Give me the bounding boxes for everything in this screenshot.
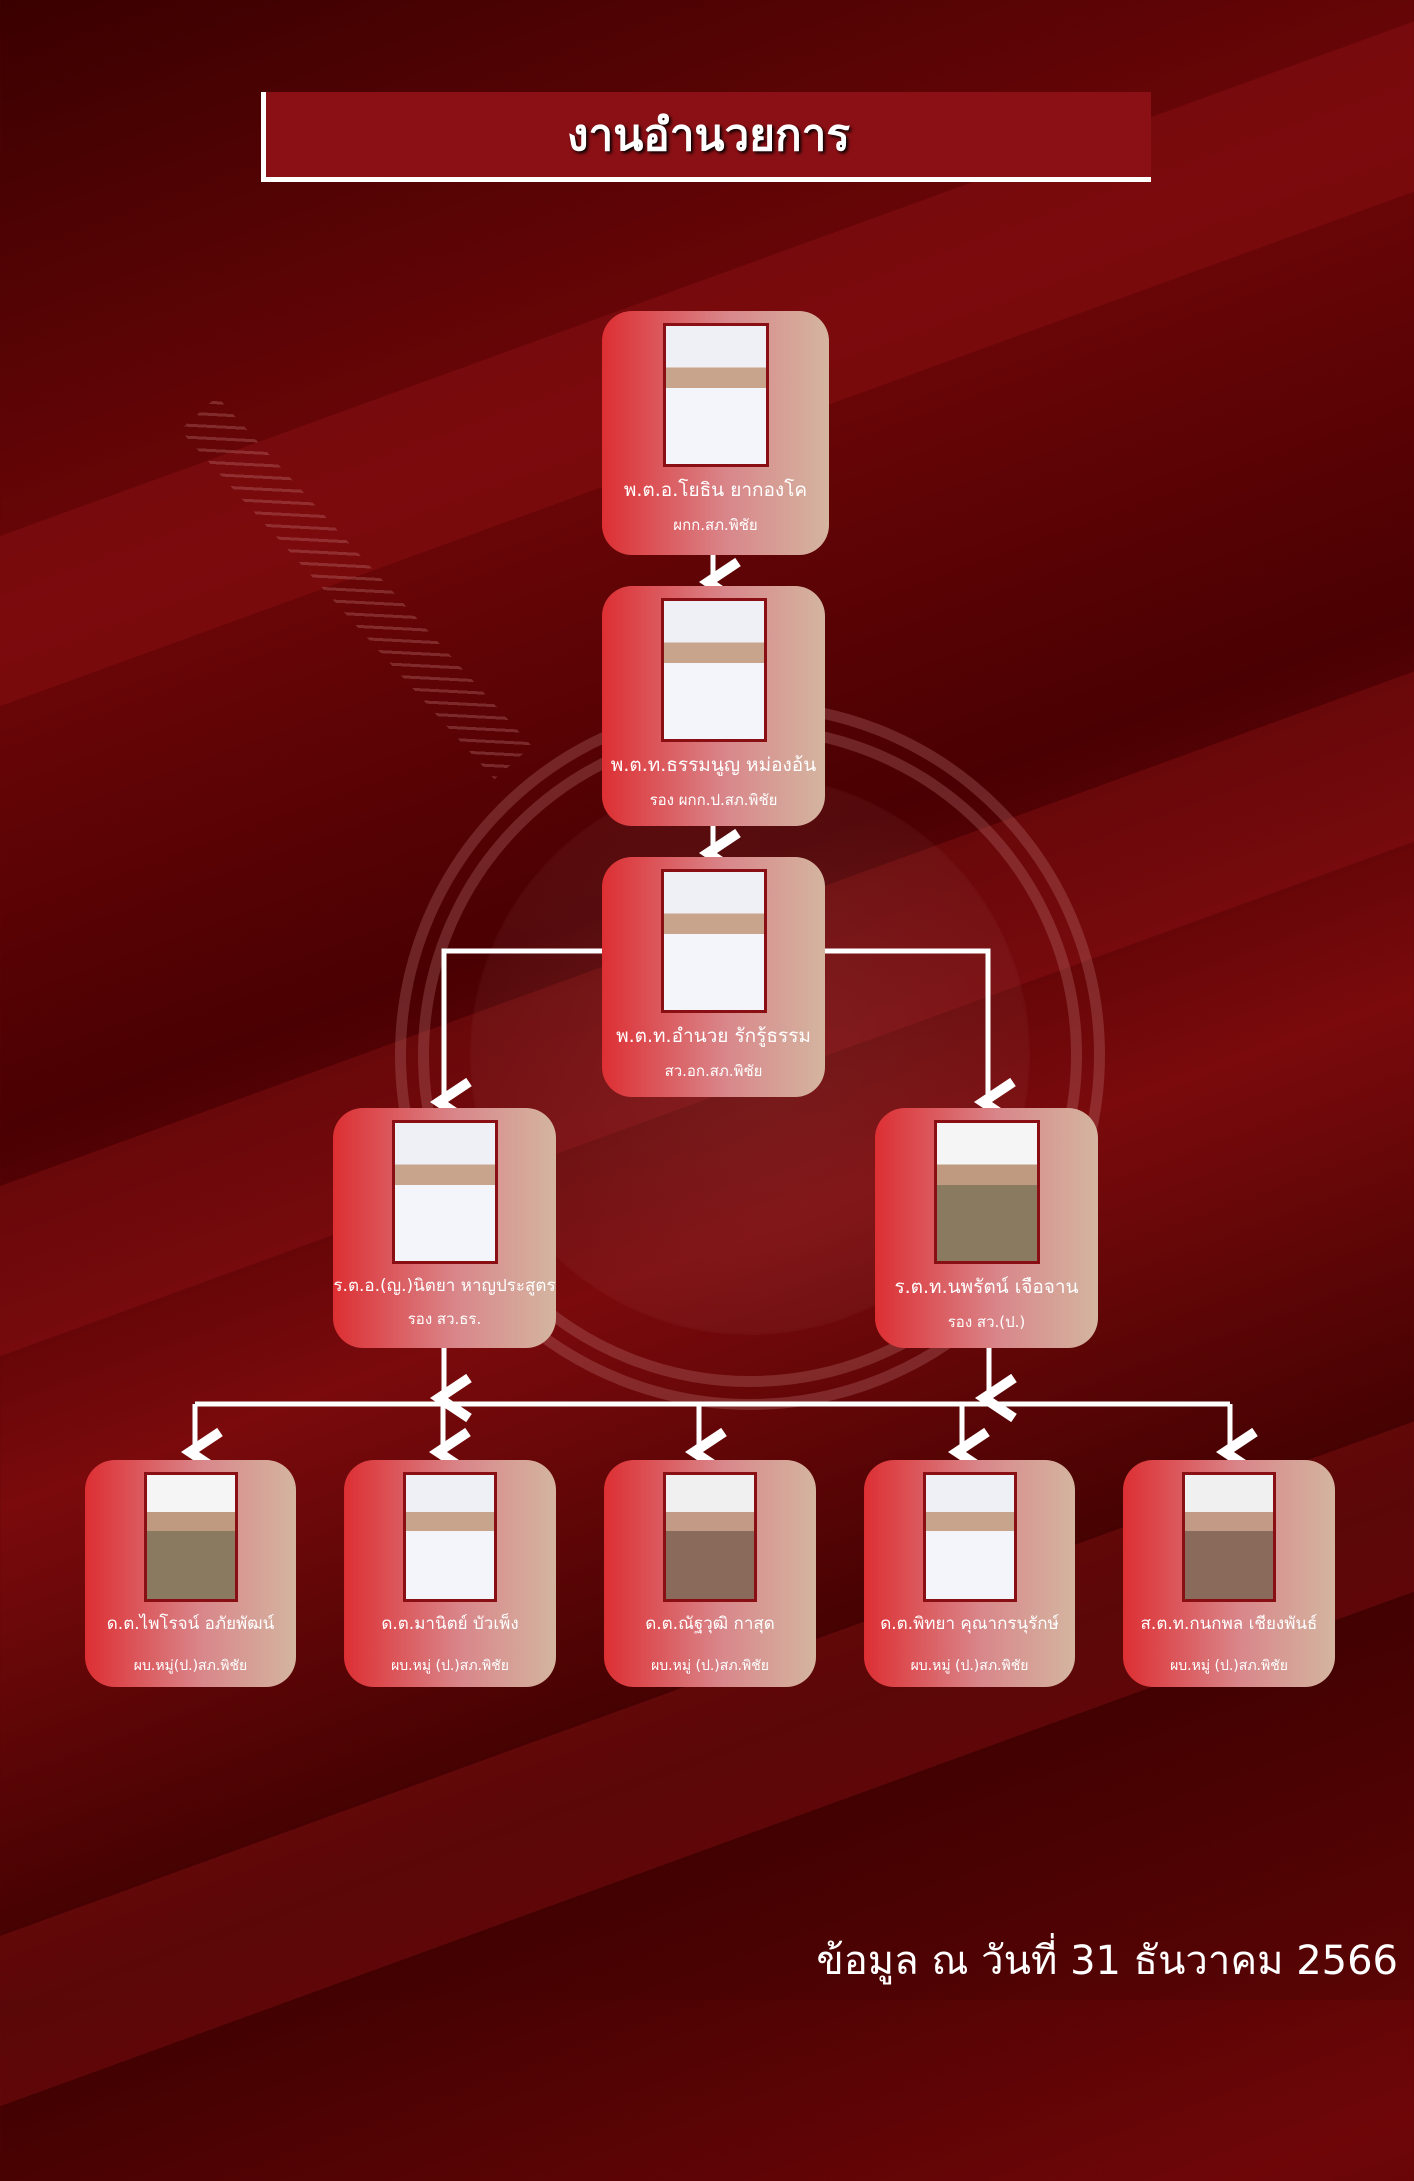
person-role: ผกก.สภ.พิชัย (673, 516, 758, 534)
person-name: พ.ต.ท.อำนวย รักรู้ธรรม (616, 1025, 811, 1047)
person-name: ด.ต.ณัฐวุฒิ กาสุด (645, 1614, 775, 1634)
person-role: ผบ.หมู่ (ป.)สภ.พิชัย (910, 1658, 1029, 1674)
portrait-photo (662, 323, 769, 467)
arrow-3-left (429, 948, 602, 1127)
portrait-photo (391, 1120, 498, 1264)
org-card: พ.ต.อ.โยธิน ยากองโค ผกก.สภ.พิชัย (602, 311, 829, 555)
person-name: ร.ต.อ.(ญ.)นิตยา หาญประสูตร (333, 1276, 556, 1296)
person-role: รอง ผกก.ป.สภ.พิชัย (649, 791, 778, 809)
person-name: ด.ต.มานิตย์ บัวเพ็ง (381, 1614, 519, 1634)
portrait-photo (403, 1472, 497, 1602)
person-name: ส.ต.ท.กนกพล เชียงพันธ์ (1140, 1614, 1318, 1634)
person-name: ด.ต.พิทยา คุณากรนุรักษ์ (880, 1614, 1059, 1634)
portrait-photo (660, 598, 767, 742)
page-title: งานอำนวยการ (567, 109, 850, 161)
portrait-photo (143, 1472, 238, 1602)
person-name: ร.ต.ท.นพรัตน์ เจือจาน (894, 1276, 1079, 1298)
person-role: ผบ.หมู่ (ป.)สภ.พิชัย (651, 1658, 769, 1674)
org-card: ด.ต.ไพโรจน์ อภัยพัฒน์ ผบ.หมู่(ป.)สภ.พิชั… (85, 1460, 296, 1687)
person-name: พ.ต.ท.ธรรมนูญ หม่องอ้น (610, 754, 817, 776)
portrait-photo (933, 1120, 1040, 1264)
portrait-photo (660, 869, 767, 1013)
person-role: รอง สว.ธร. (407, 1310, 482, 1328)
org-card: ด.ต.มานิตย์ บัวเพ็ง ผบ.หมู่ (ป.)สภ.พิชัย (344, 1460, 556, 1687)
org-card: ร.ต.อ.(ญ.)นิตยา หาญประสูตร รอง สว.ธร. (333, 1108, 556, 1348)
org-card: ส.ต.ท.กนกพล เชียงพันธ์ ผบ.หมู่ (ป.)สภ.พิ… (1123, 1460, 1335, 1687)
org-card: พ.ต.ท.ธรรมนูญ หม่องอ้น รอง ผกก.ป.สภ.พิชั… (602, 586, 825, 826)
person-name: ด.ต.ไพโรจน์ อภัยพัฒน์ (106, 1614, 275, 1634)
person-role: ผบ.หมู่ (ป.)สภ.พิชัย (1170, 1658, 1288, 1674)
org-card: พ.ต.ท.อำนวย รักรู้ธรรม สว.อก.สภ.พิชัย (602, 857, 825, 1097)
person-role: รอง สว.(ป.) (947, 1313, 1026, 1331)
portrait-photo (922, 1472, 1017, 1602)
connector-lines (180, 557, 1258, 1477)
data-date-footer: ข้อมูล ณ วันที่ 31 ธันวาคม 2566 (816, 1938, 1398, 1984)
person-role: สว.อก.สภ.พิชัย (664, 1062, 763, 1080)
person-role: ผบ.หมู่ (ป.)สภ.พิชัย (391, 1658, 509, 1674)
org-card: ด.ต.พิทยา คุณากรนุรักษ์ ผบ.หมู่ (ป.)สภ.พ… (864, 1460, 1075, 1687)
org-card: ร.ต.ท.นพรัตน์ เจือจาน รอง สว.(ป.) (875, 1108, 1098, 1348)
person-name: พ.ต.อ.โยธิน ยากองโค (623, 479, 808, 501)
portrait-photo (663, 1472, 757, 1602)
arrow-3-right (825, 948, 1016, 1127)
person-role: ผบ.หมู่(ป.)สภ.พิชัย (133, 1658, 248, 1674)
org-card: ด.ต.ณัฐวุฒิ กาสุด ผบ.หมู่ (ป.)สภ.พิชัย (604, 1460, 816, 1687)
page-title-banner: งานอำนวยการ (261, 92, 1151, 182)
portrait-photo (1182, 1472, 1276, 1602)
